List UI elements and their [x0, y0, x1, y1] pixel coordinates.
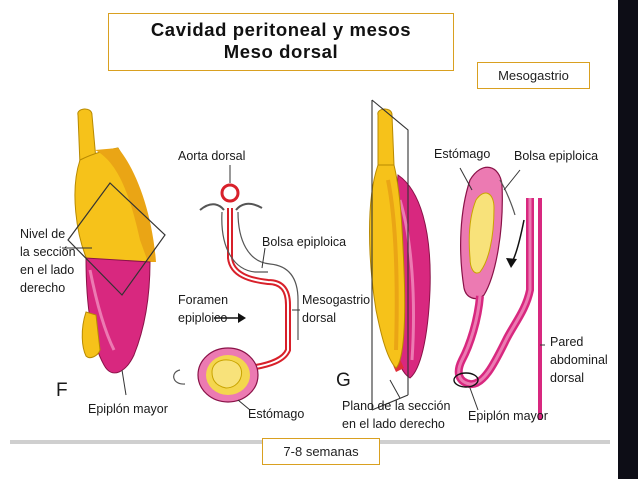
- label-nivel-3: en el lado: [20, 263, 74, 277]
- label-epiplon-mayor-g: Epiplón mayor: [468, 409, 548, 423]
- label-nivel-1: Nivel de: [20, 227, 65, 241]
- label-foramen-2: epiploico: [178, 311, 227, 325]
- title-line-2: Meso dorsal: [223, 41, 339, 62]
- panel-f-stomach: [62, 108, 166, 396]
- right-edge-bar: [618, 0, 638, 479]
- label-foramen-1: Foramen: [178, 293, 228, 307]
- label-pared-3: dorsal: [550, 371, 584, 385]
- label-plano-1: Plano de la sección: [342, 399, 450, 413]
- panel-g-cross-section: [453, 166, 545, 420]
- label-epiplon-mayor-f: Epiplón mayor: [88, 402, 168, 416]
- label-pared-1: Pared: [550, 335, 583, 349]
- mesogastrio-tag: Mesogastrio: [477, 62, 590, 89]
- panel-g-letter: G: [336, 370, 351, 391]
- title-line-1: Cavidad peritoneal y mesos: [150, 19, 412, 40]
- label-estomago-g: Estómago: [434, 147, 490, 161]
- slide-title-box: Cavidad peritoneal y mesos Meso dorsal: [108, 13, 454, 71]
- panel-g-stomach: [369, 99, 431, 411]
- label-mesogastrio-1: Mesogastrio: [302, 293, 370, 307]
- label-nivel-4: derecho: [20, 281, 65, 295]
- label-aorta-dorsal: Aorta dorsal: [178, 149, 245, 163]
- label-bolsa-epiploica-f: Bolsa epiploica: [262, 235, 346, 249]
- label-bolsa-epiploica-g: Bolsa epiploica: [514, 149, 598, 163]
- label-mesogastrio-2: dorsal: [302, 311, 336, 325]
- panel-f-letter: F: [56, 380, 68, 401]
- label-estomago-f: Estómago: [248, 407, 304, 421]
- label-plano-2: en el lado derecho: [342, 417, 445, 431]
- panel-f-cross-section: [173, 165, 300, 411]
- weeks-tag: 7-8 semanas: [262, 438, 380, 465]
- label-nivel-2: la sección: [20, 245, 76, 259]
- label-pared-2: abdominal: [550, 353, 608, 367]
